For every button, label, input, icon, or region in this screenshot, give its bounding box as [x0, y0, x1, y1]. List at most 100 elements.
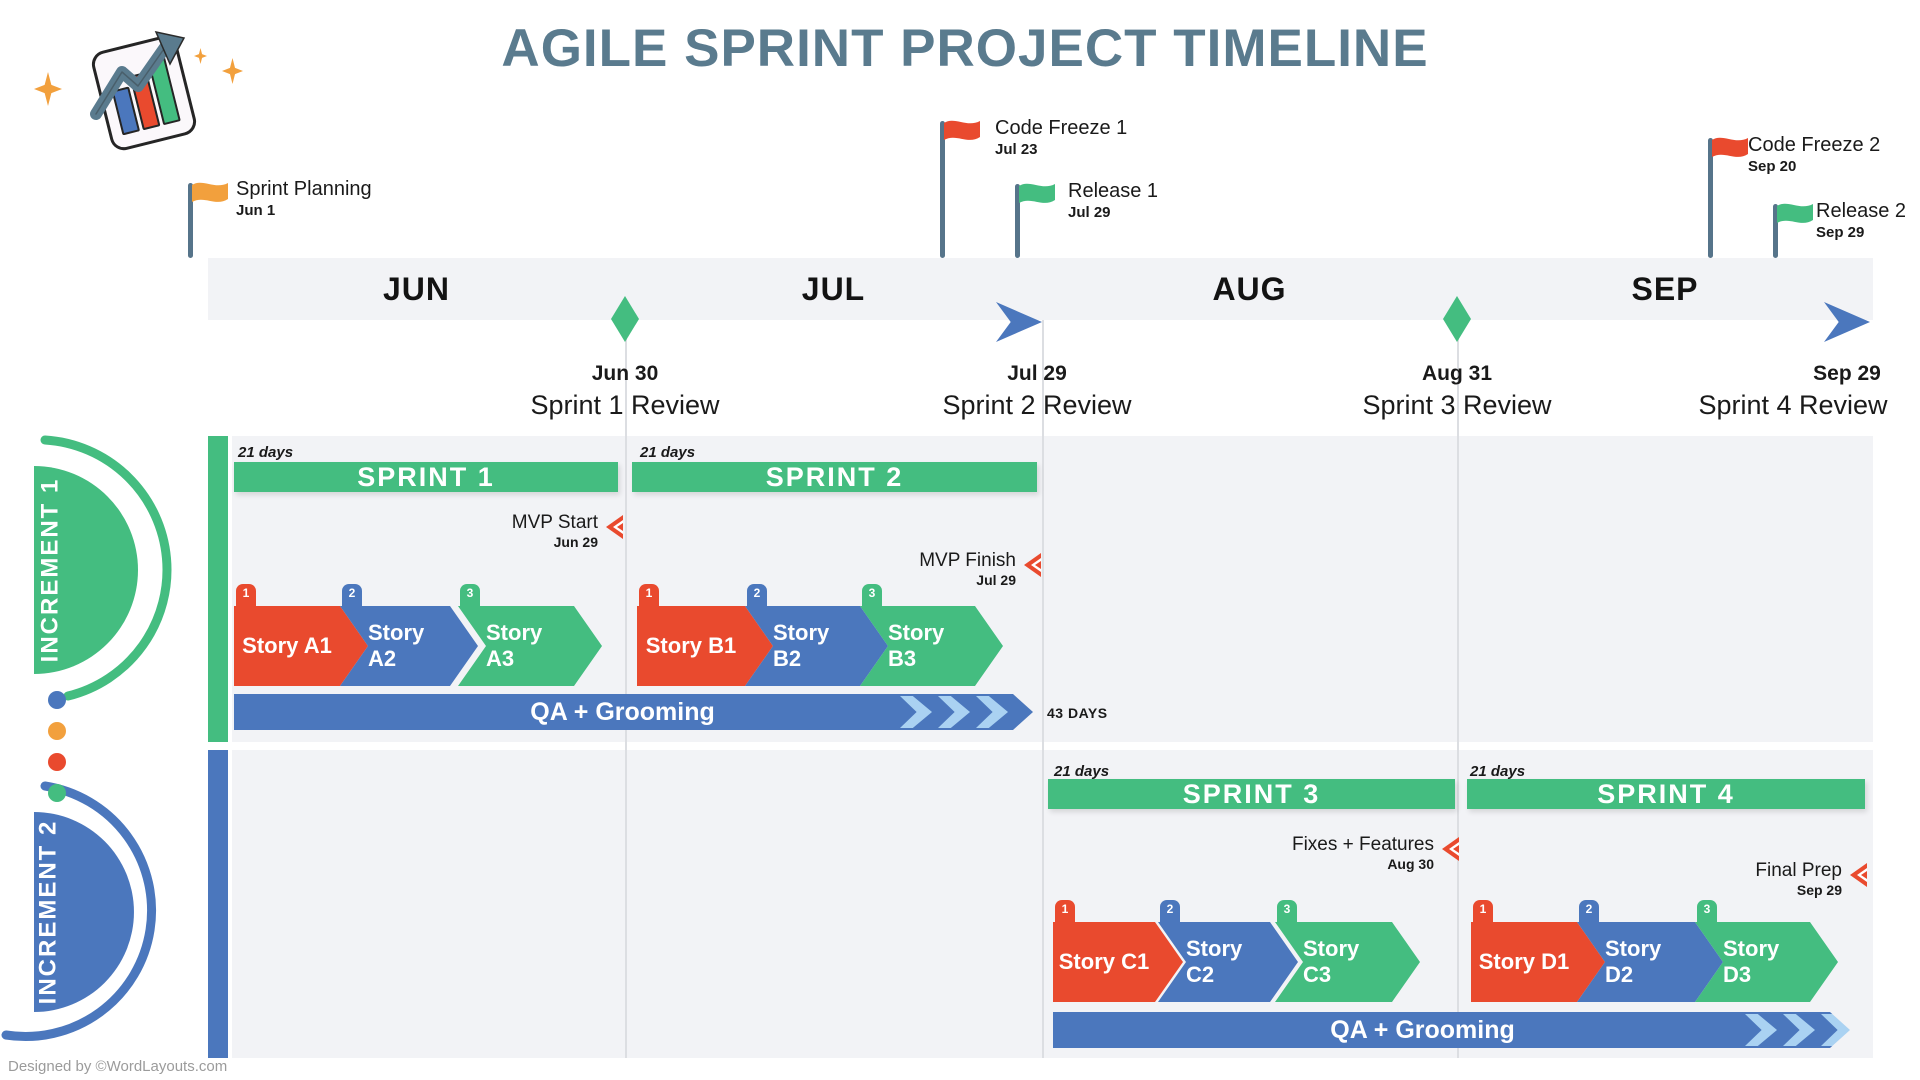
- trend-arrow-icon: [90, 30, 186, 120]
- qa-chevron-icon: [938, 696, 970, 728]
- sprint-bar: SPRINT 1: [234, 462, 618, 492]
- qa-note: 43 DAYS: [1047, 705, 1108, 721]
- timeline-gridline: [625, 320, 627, 1058]
- increment-label: INCREMENT 1: [36, 478, 63, 663]
- marker-label: Final Prep: [1755, 860, 1842, 881]
- sprint-bar: SPRINT 3: [1048, 779, 1455, 809]
- story-badge: 3: [862, 584, 882, 610]
- sprint-bar: SPRINT 2: [632, 462, 1037, 492]
- story-badge: 3: [1697, 900, 1717, 926]
- marker-arrow-icon: [1442, 837, 1459, 861]
- qa-chevron-icon: [900, 696, 932, 728]
- story-label: Story B1: [645, 633, 737, 658]
- increment-badge-1: INCREMENT 1: [34, 435, 172, 701]
- flag-icon: [944, 118, 980, 146]
- story-label: Story A3: [486, 620, 543, 671]
- story-arrow: Story A1: [234, 606, 368, 686]
- marker-arrow-inner: [1861, 871, 1867, 879]
- story-label: Story D1: [1478, 949, 1570, 974]
- sprint-bar: SPRINT 4: [1467, 779, 1865, 809]
- sprint-duration: 21 days: [640, 444, 696, 461]
- milestone-date: Aug 31: [1421, 362, 1492, 385]
- flagpole: [1773, 204, 1778, 258]
- story-badge: 2: [1160, 900, 1180, 926]
- timeline-gridline: [1042, 320, 1044, 1058]
- qa-chevron-icon: [1745, 1014, 1777, 1046]
- qa-label: QA + Grooming: [1330, 1015, 1515, 1044]
- marker-arrow-icon: [606, 515, 623, 539]
- qa-chevron-icon: [1783, 1014, 1815, 1046]
- milestone-date: Sep 29: [1813, 362, 1881, 385]
- flag-icon: [1712, 135, 1748, 163]
- story-badge: 1: [1473, 900, 1493, 926]
- sparkle-icon: [34, 72, 62, 106]
- sprint-duration: 21 days: [238, 444, 294, 461]
- increment-label: INCREMENT 2: [34, 820, 61, 1005]
- story-label: Story C2: [1186, 936, 1243, 987]
- milestone-label: Sprint 3 Review: [1362, 390, 1552, 420]
- story-badge: 2: [342, 584, 362, 610]
- qa-bar: QA + Grooming: [1053, 1012, 1850, 1048]
- flag-icon: [192, 180, 228, 208]
- qa-chevron-icon: [976, 696, 1008, 728]
- marker-date: Sep 29: [1796, 882, 1842, 898]
- story-arrow: Story C1: [1053, 922, 1183, 1002]
- sparkle-icon: [222, 58, 243, 84]
- month-label-sep: SEP: [1631, 270, 1699, 307]
- marker-arrow-inner: [1453, 845, 1459, 853]
- flagpole: [188, 183, 193, 258]
- marker-arrow-inner: [617, 523, 623, 531]
- flag-label: Code Freeze 1: [995, 117, 1128, 139]
- story-label: Story D2: [1605, 936, 1662, 987]
- story-badge: 1: [639, 584, 659, 610]
- flag-date: Jul 23: [995, 141, 1038, 158]
- marker-label: MVP Start: [511, 512, 598, 533]
- story-arrow: Story D3: [1695, 922, 1838, 1002]
- month-label-jun: JUN: [382, 270, 450, 307]
- flag-label: Release 2: [1816, 200, 1907, 222]
- story-badge: 1: [236, 584, 256, 610]
- timeline-gridline: [1457, 320, 1459, 1058]
- increment-badge-2: INCREMENT 2: [1, 781, 156, 1042]
- story-arrow: Story D1: [1471, 922, 1605, 1002]
- marker-date: Aug 30: [1387, 856, 1434, 872]
- flagpole: [1015, 184, 1020, 258]
- legend-dot-green: [48, 784, 66, 802]
- story-badge: 2: [1579, 900, 1599, 926]
- credit-text: Designed by ©WordLayouts.com: [8, 1058, 228, 1075]
- story-label: Story C3: [1303, 936, 1360, 987]
- flag-label: Release 1: [1068, 180, 1159, 202]
- legend-dot-orange: [48, 722, 66, 740]
- milestone-date: Jun 30: [591, 362, 659, 385]
- month-label-aug: AUG: [1212, 270, 1287, 307]
- month-bar: [208, 258, 1873, 320]
- flag-date: Jul 29: [1068, 204, 1111, 221]
- flag-icon: [1019, 181, 1055, 209]
- flag-label: Sprint Planning: [236, 178, 372, 200]
- story-label: Story D3: [1723, 936, 1780, 987]
- page-title: AGILE SPRINT PROJECT TIMELINE: [501, 19, 1429, 78]
- story-label: Story A2: [368, 620, 425, 671]
- flag-icon: [1777, 201, 1813, 229]
- sprint-duration: 21 days: [1054, 763, 1110, 780]
- story-badge: 3: [460, 584, 480, 610]
- milestone-date: Jul 29: [1007, 362, 1067, 385]
- story-badge: 3: [1277, 900, 1297, 926]
- story-label: Story C1: [1058, 949, 1150, 974]
- increment-strip-1: [208, 436, 228, 742]
- story-badge: 1: [1055, 900, 1075, 926]
- milestone-label: Sprint 1 Review: [530, 390, 720, 420]
- flag-date: Sep 20: [1748, 158, 1797, 175]
- marker-label: Fixes + Features: [1291, 834, 1434, 855]
- flag-date: Sep 29: [1816, 224, 1865, 241]
- story-label: Story B2: [773, 620, 830, 671]
- marker-date: Jun 29: [553, 534, 598, 550]
- month-label-jul: JUL: [801, 270, 866, 307]
- story-label: Story B3: [888, 620, 945, 671]
- marker-arrow-icon: [1024, 553, 1041, 577]
- marker-label: MVP Finish: [919, 550, 1016, 571]
- story-arrow: Story B1: [637, 606, 773, 686]
- marker-arrow-inner: [1035, 561, 1041, 569]
- flagpole: [1708, 138, 1713, 258]
